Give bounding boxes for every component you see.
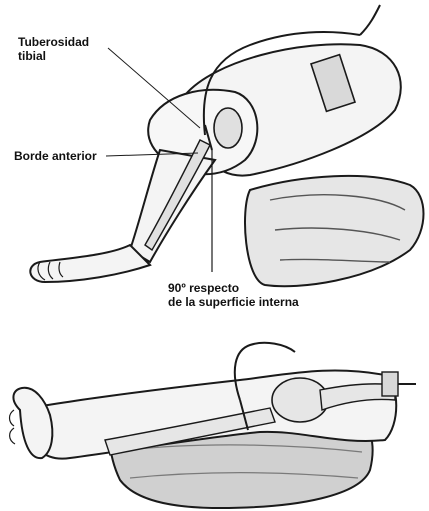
top-illustration: Tuberosidad tibial Borde anterior 90º re… — [0, 0, 429, 330]
label-tuberosidad-2: tibial — [18, 49, 46, 63]
knee-joint — [272, 378, 328, 422]
label-angle-2: de la superficie interna — [168, 295, 299, 309]
patella — [214, 108, 242, 148]
top-leg-drawing: Tuberosidad tibial Borde anterior 90º re… — [0, 0, 429, 330]
bottom-illustration — [0, 330, 429, 511]
foot — [13, 388, 52, 458]
bottom-leg-drawing — [0, 330, 429, 511]
foot — [30, 245, 150, 282]
clamp-device — [382, 372, 398, 396]
label-borde-anterior: Borde anterior — [14, 149, 97, 163]
iv-tubing-right — [360, 5, 380, 35]
label-tuberosidad-1: Tuberosidad — [18, 35, 89, 49]
toes — [10, 410, 16, 444]
knee-cushion — [245, 176, 424, 286]
label-angle-1: 90º respecto — [168, 281, 239, 295]
